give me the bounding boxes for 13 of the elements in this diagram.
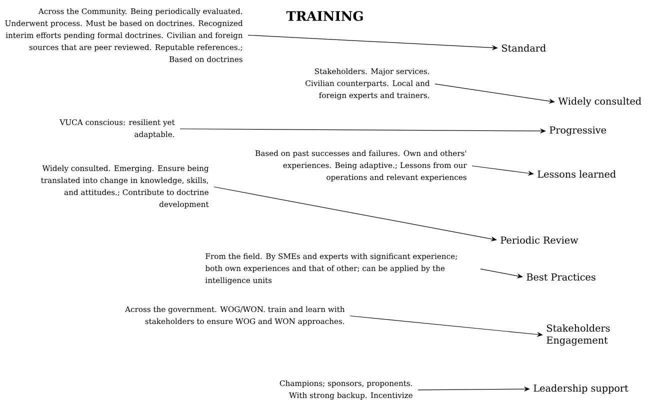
category-label: Periodic Review bbox=[500, 236, 578, 244]
category-label: Lessons learned bbox=[538, 170, 616, 178]
title: TRAINING bbox=[286, 11, 363, 21]
arrow bbox=[180, 128, 546, 134]
category-label: Best Practices bbox=[526, 273, 596, 281]
category-label: Standard bbox=[502, 44, 546, 52]
category-label: Progressive bbox=[550, 126, 606, 136]
category-label: Widely consulted bbox=[558, 97, 642, 107]
category-label: Leadership support bbox=[534, 384, 628, 394]
arrow bbox=[480, 268, 523, 278]
arrow bbox=[350, 316, 543, 337]
category-label: Stakeholders Engagement bbox=[546, 324, 610, 346]
arrow bbox=[214, 186, 497, 242]
